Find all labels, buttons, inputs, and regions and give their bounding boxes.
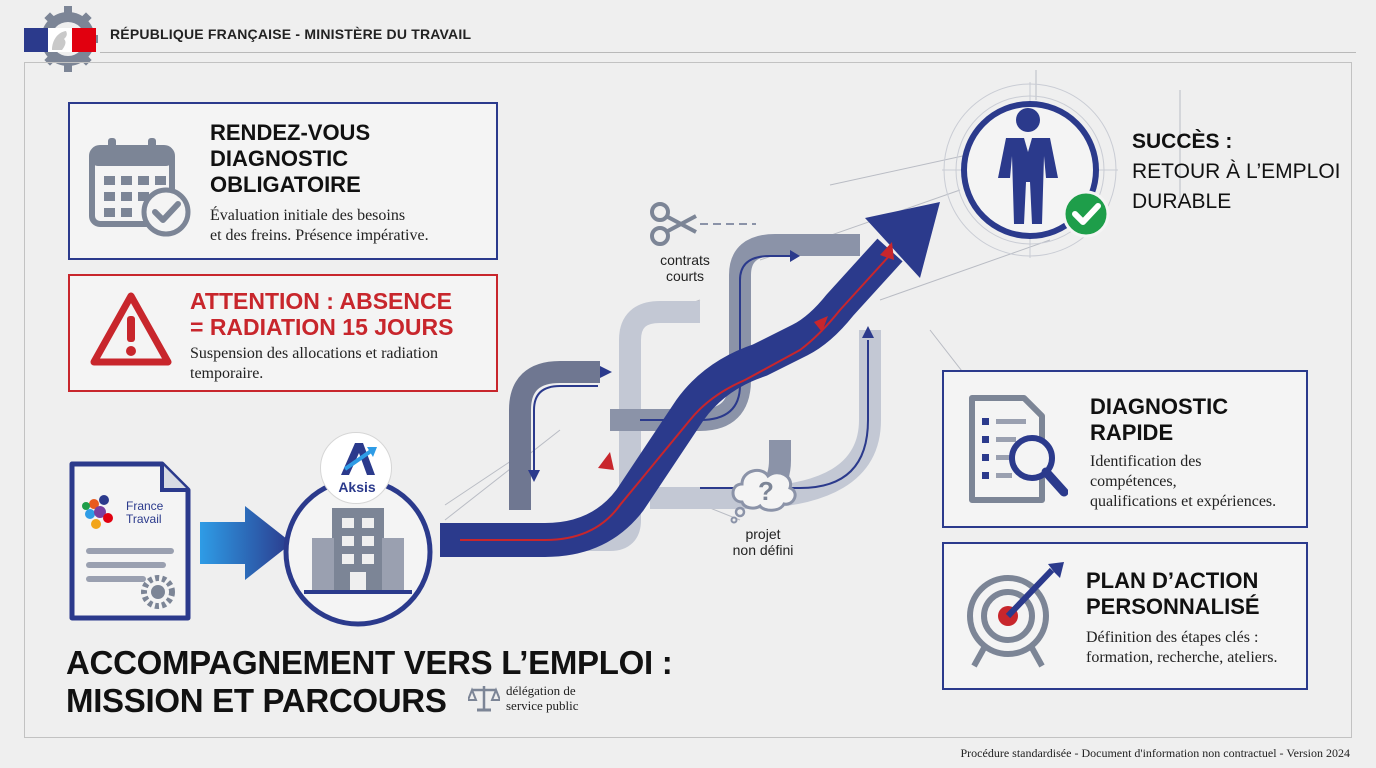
- rdv-title: RENDEZ-VOUS DIAGNOSTIC OBLIGATOIRE: [210, 120, 371, 197]
- rdv-description: Évaluation initiale des besoins et des f…: [210, 207, 429, 244]
- aksis-logo: Aksis: [320, 432, 392, 504]
- attention-description: Suspension des allocations et radiation …: [190, 345, 438, 382]
- header-title: RÉPUBLIQUE FRANÇAISE - MINISTÈRE DU TRAV…: [110, 26, 472, 42]
- plan-title: PLAN D’ACTION PERSONNALISÉ: [1086, 568, 1260, 619]
- delegation-label: délégation de service public: [506, 683, 579, 713]
- card-diagnostic-rapide: DIAGNOSTIC RAPIDE Identification des com…: [942, 370, 1308, 528]
- card-rendez-vous: RENDEZ-VOUS DIAGNOSTIC OBLIGATOIRE Évalu…: [68, 102, 498, 260]
- success-text: SUCCÈS : RETOUR À L’EMPLOI DURABLE: [1132, 127, 1341, 217]
- projet-non-defini-label: projet non défini: [732, 526, 794, 558]
- calendar-check-icon: [89, 138, 191, 237]
- france-travail-brand: France Travail: [126, 499, 164, 526]
- question-bubble-icon: ?: [730, 468, 797, 524]
- attention-title: ATTENTION : ABSENCE = RADIATION 15 JOURS: [190, 288, 454, 340]
- checklist-magnifier-icon: [969, 395, 1068, 503]
- success-heading: SUCCÈS :: [1132, 130, 1233, 153]
- card-attention: ATTENTION : ABSENCE = RADIATION 15 JOURS…: [68, 274, 498, 392]
- document-icon: [69, 461, 191, 621]
- page-title: ACCOMPAGNEMENT VERS L’EMPLOI : MISSION E…: [66, 644, 673, 719]
- person-check-icon: [942, 82, 1118, 258]
- aksis-mark-icon: [341, 443, 377, 475]
- aksis-label: Aksis: [338, 479, 376, 495]
- warning-icon: [90, 292, 172, 366]
- success-target: [942, 82, 1118, 258]
- contrats-courts-label: contrats courts: [660, 252, 710, 284]
- diagnostic-description: Identification des compétences, qualific…: [1090, 453, 1277, 510]
- card-plan-action: PLAN D’ACTION PERSONNALISÉ Définition de…: [942, 542, 1308, 690]
- france-travail-document: France Travail: [68, 460, 192, 622]
- marianne-gear-logo: [24, 6, 98, 72]
- scales-icon: [468, 686, 500, 712]
- target-arrow-icon: [967, 562, 1064, 668]
- plan-description: Définition des étapes clés : formation, …: [1086, 629, 1278, 666]
- header-logo: [22, 6, 98, 72]
- header-divider: [100, 52, 1356, 53]
- diagnostic-title: DIAGNOSTIC RAPIDE: [1090, 394, 1229, 445]
- scissors-icon: [650, 202, 697, 246]
- footer-note: Procédure standardisée - Document d'info…: [960, 746, 1351, 760]
- content-frame: [24, 62, 1352, 738]
- svg-text:?: ?: [758, 476, 774, 506]
